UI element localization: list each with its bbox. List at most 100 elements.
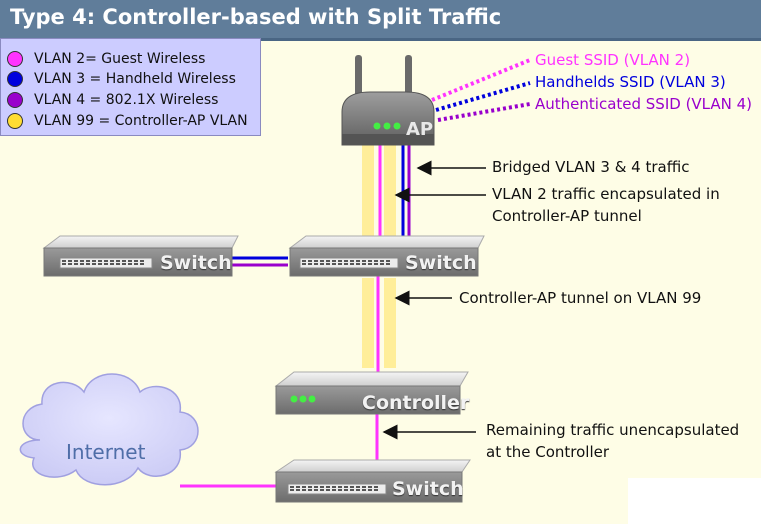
switch-port [134,260,138,262]
switch-port [326,486,330,488]
switch-port [350,263,354,265]
switch-port [386,263,390,265]
switch-port [296,486,300,488]
internet-label: Internet [66,440,146,464]
handheld-ssid-dots [435,81,531,112]
switch-port [374,486,378,488]
legend-label: VLAN 2= Guest Wireless [34,51,206,67]
switch-port [62,260,66,262]
vlan-legend: VLAN 2= Guest Wireless VLAN 3 = Handheld… [0,38,261,136]
vlan2-swatch [7,51,23,67]
switch-port [368,489,372,491]
switch-port [320,260,324,262]
switch-port [68,263,72,265]
tunnel99-annotation: Controller-AP tunnel on VLAN 99 [459,289,702,307]
remaining-annotation-line2: at the Controller [486,443,610,461]
vlan99-tunnel-ap-2 [384,142,396,240]
switch-port [128,260,132,262]
blank-area [628,478,761,524]
ap-label: AP [406,119,434,140]
switch-port [290,486,294,488]
switch-port [368,263,372,265]
switch-port [68,260,72,262]
vlan99-tunnel-controller-2 [384,278,396,368]
legend-label: VLAN 99 = Controller-AP VLAN [34,113,248,129]
switch-port [308,486,312,488]
switch-port [338,263,342,265]
switch-port [326,263,330,265]
switch-port [374,489,378,491]
switch-port [98,263,102,265]
switch-port [320,263,324,265]
switch-port [92,263,96,265]
switch-port [386,260,390,262]
switch-port [314,486,318,488]
switch-port [356,486,360,488]
vlan99-tunnel-controller [362,278,374,368]
switch-port [320,486,324,488]
vlan4-swatch [7,92,23,108]
switch-port [116,260,120,262]
switch-port [332,263,336,265]
vlan3-swatch [7,71,23,87]
switch-port [356,260,360,262]
auth-ssid-label: Authenticated SSID (VLAN 4) [535,95,753,113]
switch-port [326,489,330,491]
legend-label: VLAN 3 = Handheld Wireless [34,71,236,87]
switch-port [380,260,384,262]
switch-port [374,260,378,262]
vlan2-annotation-line2: Controller-AP tunnel [492,207,642,225]
switch-port [104,263,108,265]
switch-port [338,486,342,488]
switch-port [302,260,306,262]
switch-port [314,260,318,262]
switch-port [362,263,366,265]
switch-port [338,489,342,491]
switch-port [80,260,84,262]
switch-port [380,263,384,265]
switch-port [110,263,114,265]
switch-port [344,263,348,265]
switch-port [350,489,354,491]
guest-ssid-dots [431,58,531,102]
bottom-switch-icon [274,459,471,503]
switch-port [86,260,90,262]
vlan99-tunnel-ap [362,142,374,240]
bottom-switch-label: Switch [392,478,464,500]
switch-port [368,486,372,488]
switch-port [356,489,360,491]
guest-ssid-label: Guest SSID (VLAN 2) [535,51,691,69]
switch-port [74,263,78,265]
switch-port [374,263,378,265]
switch-port [122,263,126,265]
switch-port [92,260,96,262]
legend-label: VLAN 4 = 802.1X Wireless [34,92,219,108]
switch-port [350,260,354,262]
page-title: Type 4: Controller-based with Split Traf… [10,5,502,29]
switch-port [308,263,312,265]
auth-ssid-dots [437,102,531,122]
switch-port [308,260,312,262]
switch-port [296,489,300,491]
switch-port [314,263,318,265]
switch-port [80,263,84,265]
switch-port [98,260,102,262]
switch-port [344,260,348,262]
switch-port [344,486,348,488]
switch-port [362,489,366,491]
switch-port [332,260,336,262]
center-switch-label: Switch [405,252,477,274]
vlan99-swatch [7,113,23,129]
switch-port [104,260,108,262]
switch-port [368,260,372,262]
switch-port [134,263,138,265]
vlan2-annotation-line1: VLAN 2 traffic encapsulated in [492,185,720,203]
switch-port [326,260,330,262]
switch-port [140,263,144,265]
switch-port [332,486,336,488]
title-bar: Type 4: Controller-based with Split Traf… [0,0,761,41]
switch-port [302,489,306,491]
switch-port [320,489,324,491]
